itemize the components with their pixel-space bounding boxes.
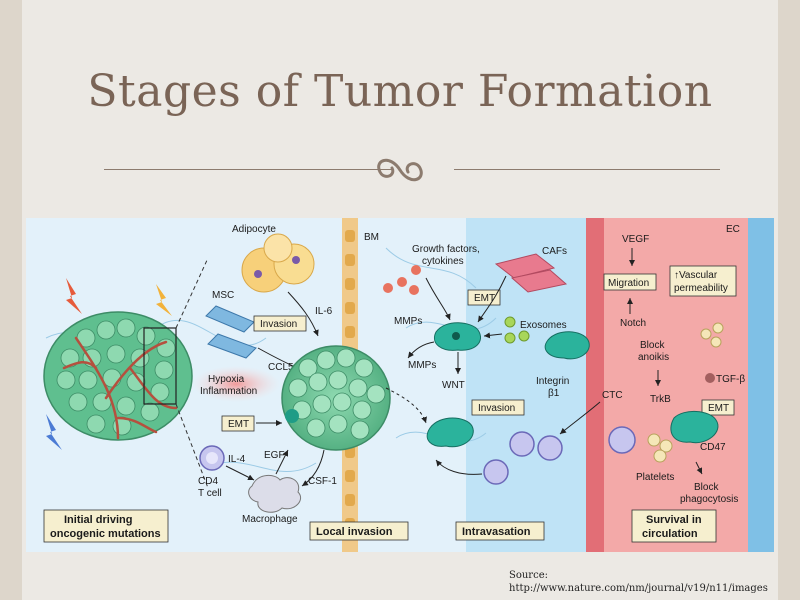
stage-label-intravasation: Intravasation — [456, 522, 544, 540]
block-anoikis-label-2: anoikis — [638, 352, 669, 363]
svg-text:Intravasation: Intravasation — [462, 526, 531, 538]
cd4-label-1: CD4 — [198, 476, 218, 487]
msc-label: MSC — [212, 290, 234, 301]
swirl-ornament-icon — [368, 150, 432, 190]
emt-box-3: EMT — [702, 400, 734, 415]
title-divider-right — [454, 169, 720, 170]
cafs-label: CAFs — [542, 246, 567, 257]
integrin-label-1: Integrin — [536, 376, 569, 387]
vegf-label: VEGF — [622, 234, 649, 245]
svg-text:Migration: Migration — [608, 278, 649, 289]
bm-label: BM — [364, 232, 379, 243]
svg-text:Initial driving: Initial driving — [64, 514, 132, 526]
source-label: Source: — [509, 569, 779, 582]
stage-label-local-invasion: Local invasion — [310, 522, 408, 540]
source-url[interactable]: http://www.nature.com/nm/journal/v19/n11… — [509, 582, 779, 595]
initial-tumor-mass — [44, 312, 192, 440]
source-citation: Source: http://www.nature.com/nm/journal… — [509, 569, 779, 600]
svg-text:circulation: circulation — [642, 528, 698, 540]
svg-text:EMT: EMT — [228, 419, 249, 430]
circulating-tumor-cell — [671, 411, 718, 442]
svg-text:Invasion: Invasion — [478, 403, 515, 414]
stage-label-survival: Survival in circulation — [632, 510, 716, 542]
growth-factors-label-2: cytokines — [422, 256, 464, 267]
il4-label: IL-4 — [228, 454, 246, 465]
macrophage-label: Macrophage — [242, 514, 298, 525]
block-phagocytosis-label-2: phagocytosis — [680, 494, 738, 505]
block-anoikis-label-1: Block — [640, 340, 665, 351]
hypoxia-label-2: Inflammation — [200, 386, 257, 397]
il6-label: IL-6 — [315, 306, 333, 317]
figure-canvas: BM EC Adipocyte IL- — [26, 218, 774, 552]
csf1-label: CSF-1 — [308, 476, 337, 487]
tgfb-label: TGF-β — [716, 374, 745, 385]
invasion-box-1: Invasion — [254, 316, 306, 331]
growth-factors-label-1: Growth factors, — [412, 244, 480, 255]
svg-text:EMT: EMT — [708, 403, 729, 414]
svg-text:permeability: permeability — [674, 283, 728, 294]
emt-box-2: EMT — [468, 290, 500, 305]
mmps-label-1: MMPs — [394, 316, 422, 327]
notch-label: Notch — [620, 318, 646, 329]
ctc-label: CTC — [602, 390, 623, 401]
stage-label-initial: Initial driving oncogenic mutations — [44, 510, 168, 542]
cd4-label-2: T cell — [198, 488, 222, 499]
svg-text:Survival in: Survival in — [646, 514, 702, 526]
cd4-t-cell — [200, 446, 224, 470]
tgfb-dot — [705, 373, 715, 383]
hypoxia-label-1: Hypoxia — [208, 374, 245, 385]
svg-text:oncogenic mutations: oncogenic mutations — [50, 528, 161, 540]
platelets-label: Platelets — [636, 472, 674, 483]
svg-text:Invasion: Invasion — [260, 319, 297, 330]
integrin-label-2: β1 — [548, 388, 560, 399]
egf-label: EGF — [264, 450, 285, 461]
vascular-permeability-box: ↑Vascular permeability — [670, 266, 736, 296]
block-phagocytosis-label-1: Block — [694, 482, 719, 493]
local-tumor-mass — [282, 346, 390, 450]
mmps-label-2: MMPs — [408, 360, 436, 371]
cd47-label: CD47 — [700, 442, 726, 453]
adipocyte-label: Adipocyte — [232, 224, 276, 235]
svg-text:↑Vascular: ↑Vascular — [674, 270, 718, 281]
emt-box-1: EMT — [222, 416, 254, 431]
invasion-box-2: Invasion — [472, 400, 524, 415]
tumor-stages-figure: BM EC Adipocyte IL- — [26, 218, 774, 552]
wnt-label: WNT — [442, 380, 465, 391]
ec-label: EC — [726, 224, 740, 235]
vessel-wall-right — [748, 218, 774, 552]
vessel-wall-left — [586, 218, 604, 552]
title-divider-left — [104, 169, 392, 170]
slide-title: Stages of Tumor Formation — [22, 66, 778, 117]
migration-box: Migration — [604, 274, 656, 290]
trkb-label: TrkB — [650, 394, 671, 405]
exosomes-label: Exosomes — [520, 320, 567, 331]
svg-text:Local invasion: Local invasion — [316, 526, 393, 538]
